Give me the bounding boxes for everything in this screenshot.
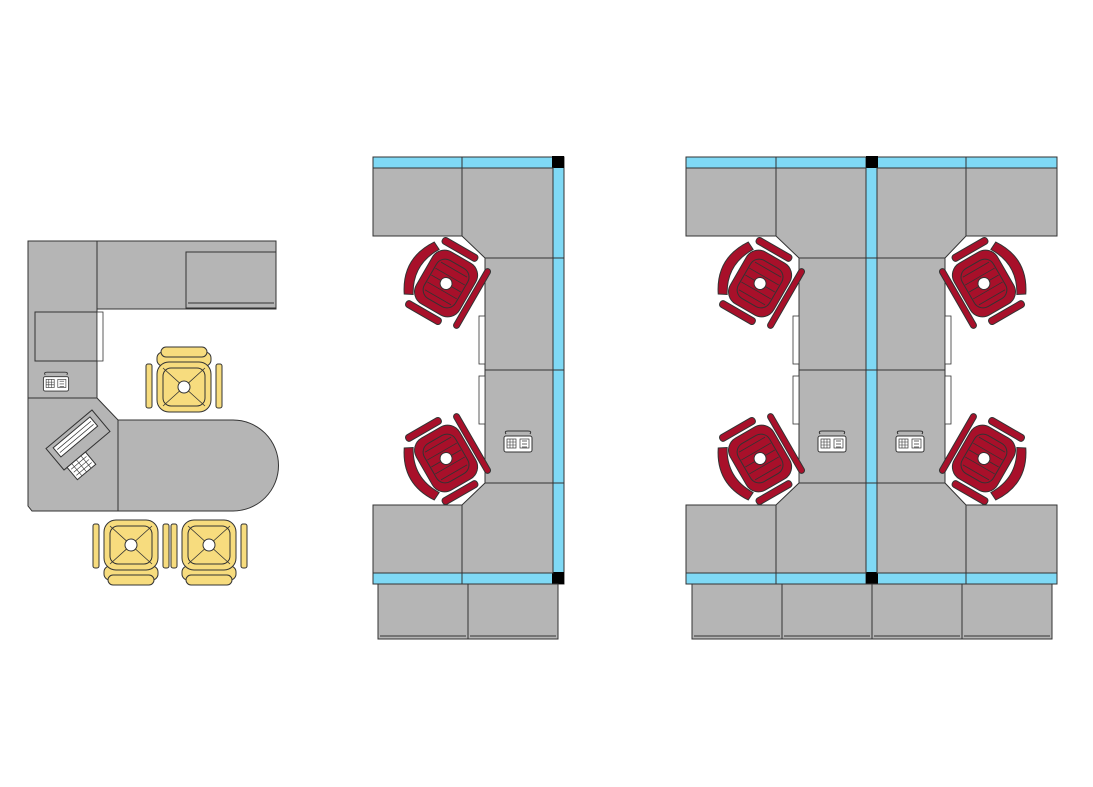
- panel-post: [866, 156, 878, 168]
- glass-panel: [372, 572, 560, 585]
- panel-post: [552, 156, 564, 168]
- panel-post: [866, 572, 878, 584]
- visitor-chair: [145, 346, 223, 413]
- storage-cabinet: [377, 583, 469, 640]
- reception-desk-surface: [27, 240, 279, 512]
- workstation-pod-4: [685, 156, 1058, 640]
- glass-panel: [372, 156, 560, 169]
- storage-cabinet: [467, 583, 559, 640]
- panel-post: [552, 572, 564, 584]
- return-desk-drawer: [185, 251, 277, 309]
- workstation-pod-2: [372, 156, 565, 640]
- storage-cabinet: [871, 583, 963, 640]
- storage-cabinet: [961, 583, 1053, 640]
- storage-cabinet: [781, 583, 873, 640]
- printer-icon: [45, 409, 111, 481]
- storage-cabinet: [691, 583, 783, 640]
- visitor-chair: [92, 519, 170, 586]
- reception-desk: [27, 240, 279, 586]
- visitor-chair: [170, 519, 248, 586]
